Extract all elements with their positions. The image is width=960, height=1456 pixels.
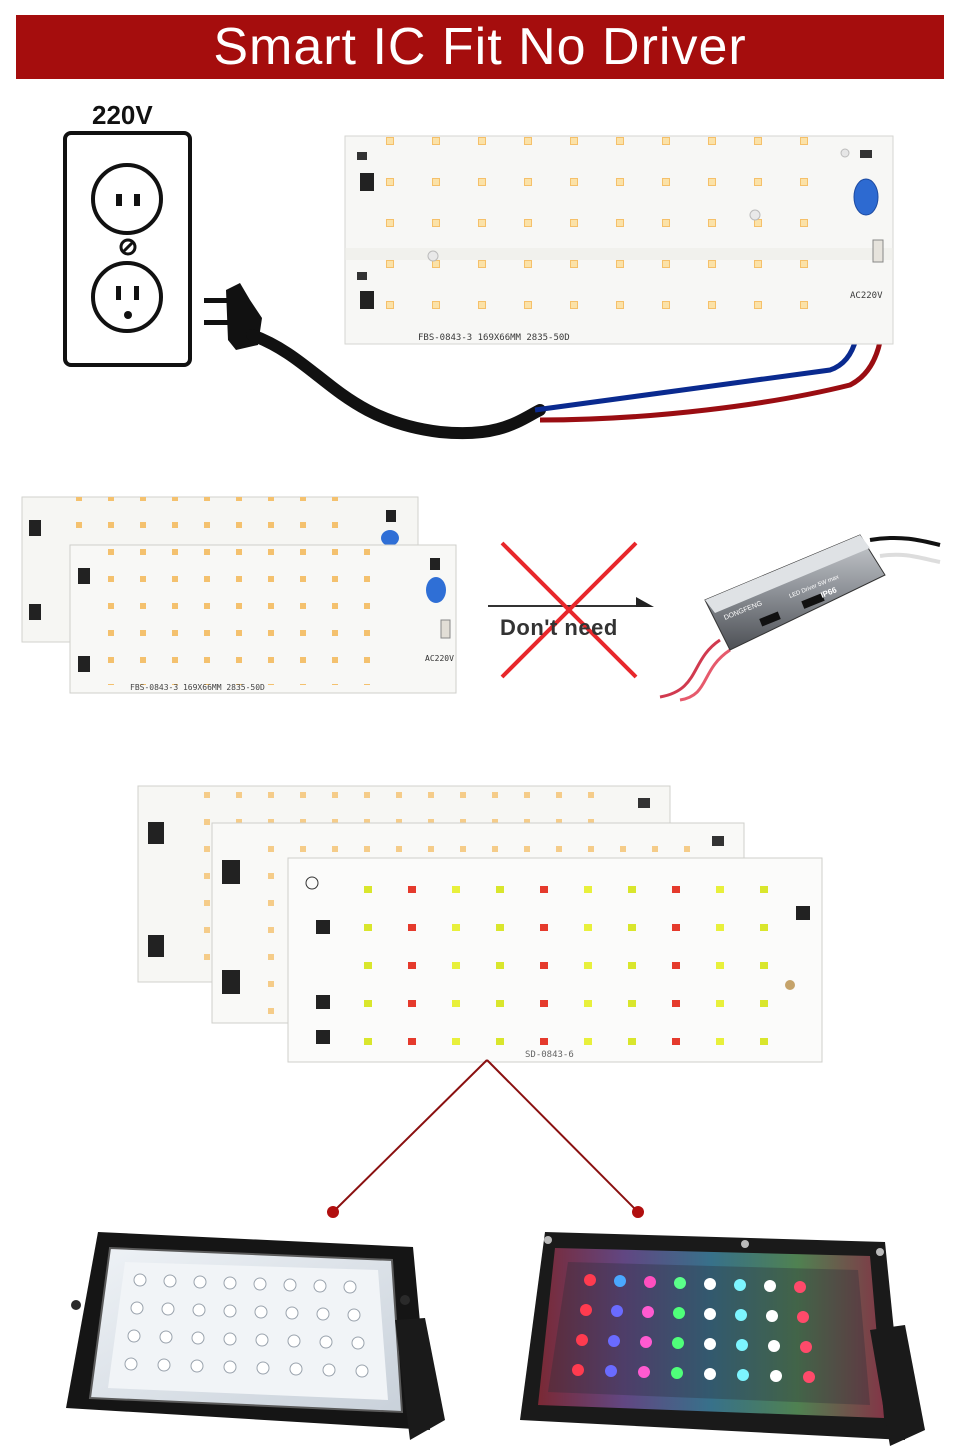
board-pair-silk-text: FBS-0843-3 169X66MM 2835-50D — [130, 683, 265, 692]
voltage-label: 220V — [92, 100, 153, 130]
led-board-pair — [21, 496, 457, 694]
led-board-stack: SD-0843-6 — [137, 785, 823, 1063]
board-stack-silk-text: SD-0843-6 — [525, 1050, 574, 1060]
power-socket-icon — [63, 131, 192, 367]
led-board-main: FBS-0843-3 169X66MM 2835-50D AC220V — [344, 135, 894, 345]
floodlight-white — [66, 1232, 445, 1440]
board-main-ac-label: AC220V — [850, 291, 883, 301]
title-banner: Smart IC Fit No Driver — [16, 15, 944, 79]
dont-need-label: Don't need — [500, 615, 618, 640]
connector-lines — [327, 1059, 644, 1218]
floodlight-rgb — [520, 1232, 925, 1446]
power-plug-icon — [204, 283, 546, 440]
board-main-silk-text: FBS-0843-3 169X66MM 2835-50D — [418, 333, 570, 343]
board-pair-ac-label: AC220V — [425, 654, 454, 663]
cross-icon — [488, 541, 654, 679]
led-driver-unit: DONGFENG LED Driver 5W max IP66 — [659, 534, 941, 702]
page-title: Smart IC Fit No Driver — [213, 18, 747, 76]
